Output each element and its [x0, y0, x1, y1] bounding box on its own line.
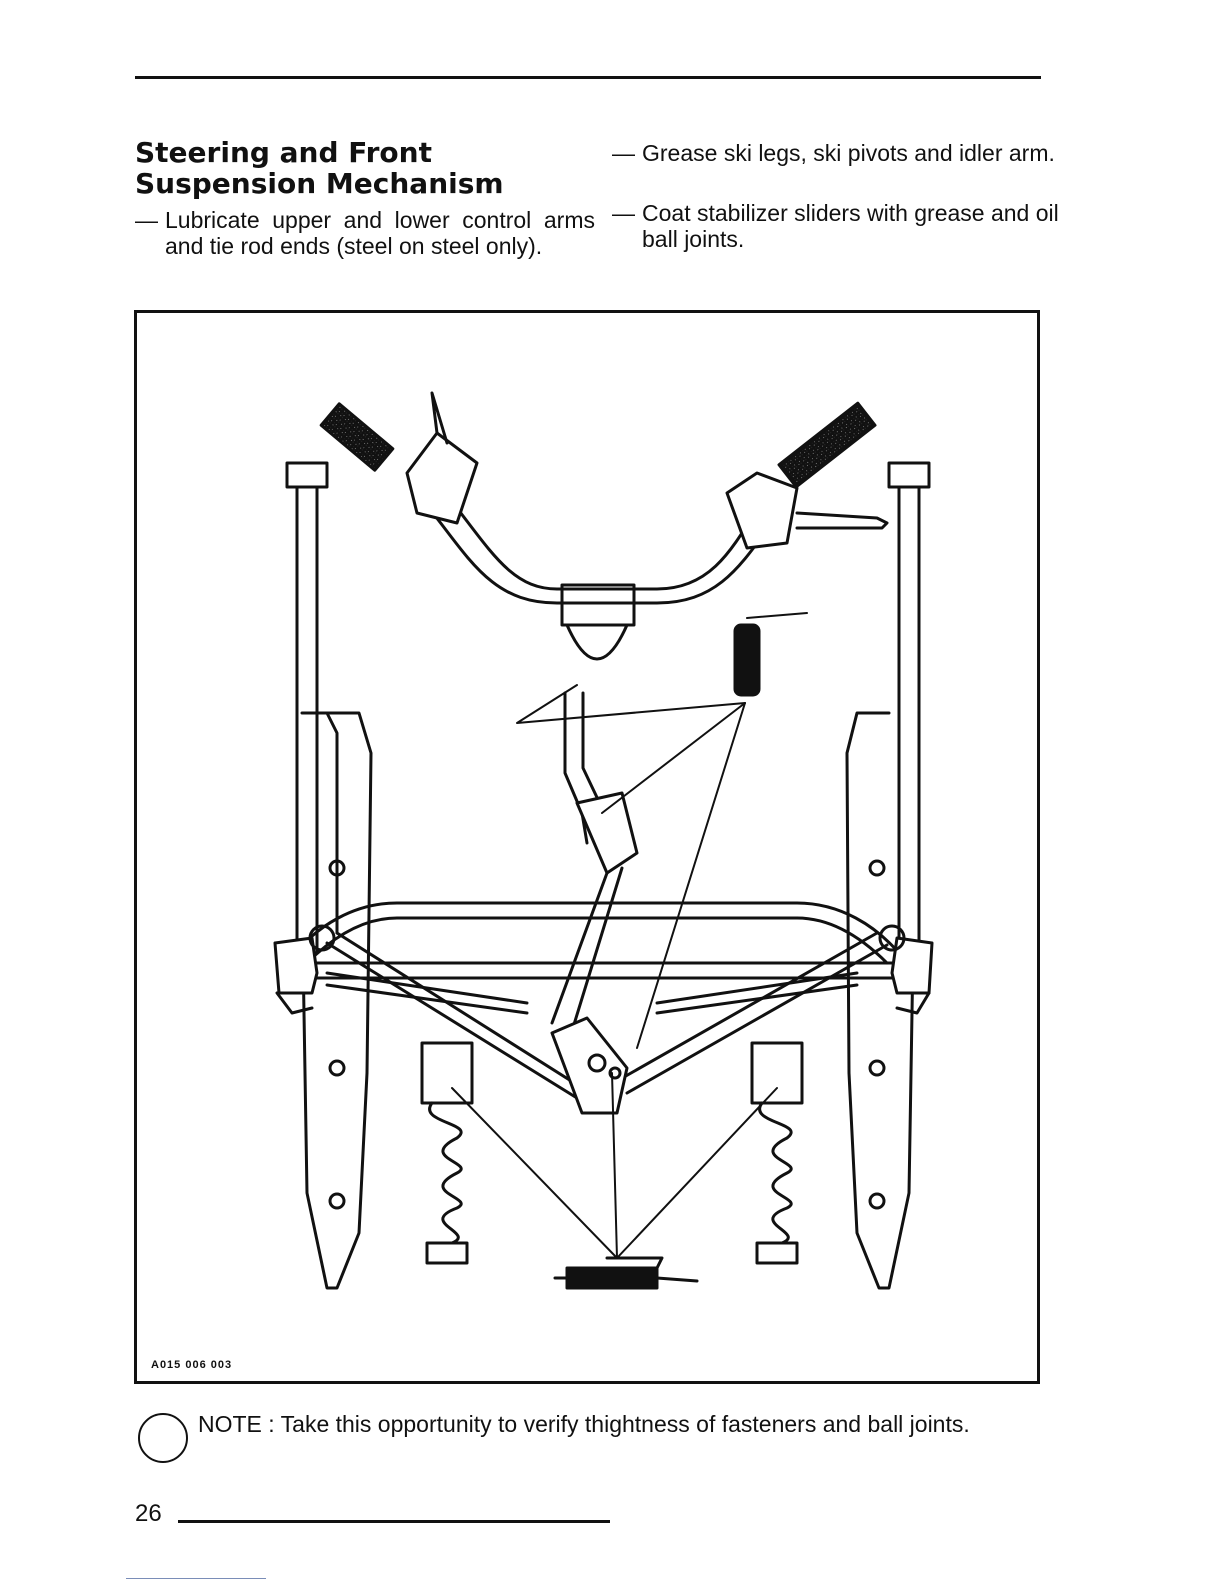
- grease-gun-icon: [553, 1256, 699, 1290]
- instruction-text: Coat stabilizer sliders with grease and …: [642, 200, 1059, 252]
- right-ski-leg: [887, 461, 931, 955]
- instruction-text: Grease ski legs, ski pivots and idler ar…: [642, 140, 1055, 166]
- note-label: NOTE :: [198, 1411, 275, 1437]
- right-spindle: [878, 924, 934, 1015]
- note-circle-icon: [138, 1413, 188, 1463]
- right-shock: [750, 1041, 804, 1265]
- bullet-dash: —: [612, 140, 635, 166]
- bullet-dash: —: [135, 207, 158, 233]
- instruction-lubricate: — Lubricate upper and lower control arms …: [135, 207, 595, 259]
- left-shock: [420, 1041, 474, 1265]
- suspension-illustration: A015 006 003: [134, 310, 1040, 1384]
- note-block: NOTE : Take this opportunity to verify t…: [138, 1410, 1043, 1470]
- right-ski: [845, 711, 915, 1290]
- left-ski-leg: [285, 461, 339, 955]
- steering-column: [550, 583, 639, 1033]
- footer-rule: [178, 1520, 610, 1523]
- note-body: Take this opportunity to verify thightne…: [280, 1411, 970, 1437]
- idler-arm: [550, 1016, 629, 1115]
- note-text: NOTE : Take this opportunity to verify t…: [198, 1410, 1043, 1438]
- instruction-grease: — Grease ski legs, ski pivots and idler a…: [612, 140, 1072, 166]
- handlebar: [319, 391, 889, 605]
- tie-rods: [325, 931, 889, 1100]
- left-spindle: [273, 924, 336, 1015]
- bullet-dash: —: [612, 200, 635, 226]
- section-title: Steering and Front Suspension Mechanism: [135, 136, 504, 200]
- oil-pointer-lines: [516, 684, 746, 1049]
- page-number: 26: [135, 1500, 162, 1527]
- instruction-text: Lubricate upper and lower control arms a…: [165, 207, 595, 259]
- grease-pointer-lines: [451, 1072, 778, 1259]
- instruction-coat: — Coat stabilizer sliders with grease and…: [612, 200, 1072, 252]
- header-rule: [135, 76, 1041, 79]
- figure-code: A015 006 003: [151, 1359, 233, 1371]
- suspension-drawing: [273, 391, 934, 1290]
- page-edge-rule: [126, 1578, 266, 1579]
- oil-can-icon: [733, 612, 808, 697]
- stabilizer-bar: [285, 901, 909, 980]
- left-ski: [301, 711, 373, 1290]
